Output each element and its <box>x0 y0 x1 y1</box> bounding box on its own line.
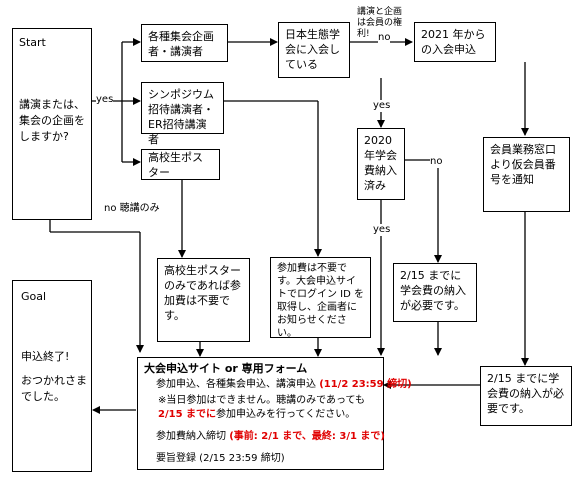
planners-box: 各種集会企画者・講演者 <box>141 24 228 62</box>
label-no-fee: no <box>430 156 443 168</box>
member-box: 日本生態学会に入会している <box>278 22 350 78</box>
final-line3-text: 参加申込みを行ってください。 <box>216 409 356 420</box>
poster-note-text: 高校生ポスターのみであれば参加費は不要です。 <box>164 264 241 322</box>
office-box: 会員業務窓口より仮会員番号を通知 <box>483 137 570 212</box>
final-line4-text: 参加費納入締切 <box>156 431 226 442</box>
final-line4-red: (事前: 2/1 まで、最終: 3/1 まで) <box>229 431 385 442</box>
start-question: 講演または、集会の企画をしますか? <box>19 98 85 143</box>
final-form-box: 大会申込サイト or 専用フォーム 参加申込、各種集会申込、講演申込 (11/2… <box>137 357 412 470</box>
no-fee-note-text: 参加費は不要です。大会申込サイトでログイン ID を取得し、企画者にお知らせくだ… <box>277 263 365 339</box>
final-line2: ※当日参加はできません。聴講のみであっても <box>158 395 365 406</box>
planners-text: 各種集会企画者・講演者 <box>148 30 214 58</box>
no-fee-note-box: 参加費は不要です。大会申込サイトでログイン ID を取得し、企画者にお知らせくだ… <box>270 257 371 339</box>
label-no-member: no <box>378 32 391 44</box>
final-title: 大会申込サイト or 専用フォーム <box>144 362 308 375</box>
symposium-text: シンポジウム招待講演者・ER招待講演者 <box>148 88 214 146</box>
final-line4: 参加費納入締切 (事前: 2/1 まで、最終: 3/1 まで) <box>156 430 385 444</box>
office-text: 会員業務窓口より仮会員番号を通知 <box>490 143 556 186</box>
final-line1-text: 参加申込、各種集会申込、講演申込 <box>156 379 316 390</box>
start-box: Start 講演または、集会の企画をしますか? <box>12 28 92 220</box>
poster-note-box: 高校生ポスターのみであれば参加費は不要です。 <box>157 258 250 342</box>
goal-line1: 申込終了! <box>21 350 70 363</box>
fee2020-text: 2020 年学会費納入済み <box>364 134 397 192</box>
final-line3-red: 2/15 までに <box>158 409 217 420</box>
final-line1: 参加申込、各種集会申込、講演申込 (11/2 23:59 締切) <box>156 378 412 392</box>
payby-a-box: 2/15 までに学会費の納入が必要です。 <box>393 263 477 322</box>
payby-a-text: 2/15 までに学会費の納入が必要です。 <box>400 269 466 312</box>
payby-b-box: 2/15 までに学会費の納入が必要です。 <box>480 366 572 426</box>
apply2021-box: 2021 年からの入会申込 <box>414 22 496 62</box>
final-line5: 要旨登録 (2/15 23:59 締切) <box>156 453 285 464</box>
final-line1-deadline: (11/2 23:59 締切) <box>319 379 412 390</box>
final-line3: 2/15 までに参加申込みを行ってください。 <box>158 408 355 422</box>
poster-box: 高校生ポスター <box>141 149 220 180</box>
member-text: 日本生態学会に入会している <box>285 28 340 71</box>
label-no-listen: no 聴講のみ <box>104 203 160 215</box>
goal-box: Goal 申込終了! おつかれさまでした。 <box>12 280 92 472</box>
label-yes-fee: yes <box>373 224 391 236</box>
goal-line2: おつかれさまでした。 <box>21 374 87 403</box>
poster-text: 高校生ポスター <box>148 150 203 179</box>
apply2021-text: 2021 年からの入会申込 <box>421 28 486 56</box>
label-member-right: 講演と企画は会員の権利! <box>357 7 403 39</box>
fee2020-box: 2020 年学会費納入済み <box>357 128 405 200</box>
goal-title: Goal <box>21 290 47 303</box>
symposium-box: シンポジウム招待講演者・ER招待講演者 <box>141 82 224 146</box>
label-yes-start: yes <box>96 94 114 106</box>
start-title: Start <box>19 36 46 49</box>
label-yes-member: yes <box>373 100 391 112</box>
payby-b-text: 2/15 までに学会費の納入が必要です。 <box>487 372 564 415</box>
